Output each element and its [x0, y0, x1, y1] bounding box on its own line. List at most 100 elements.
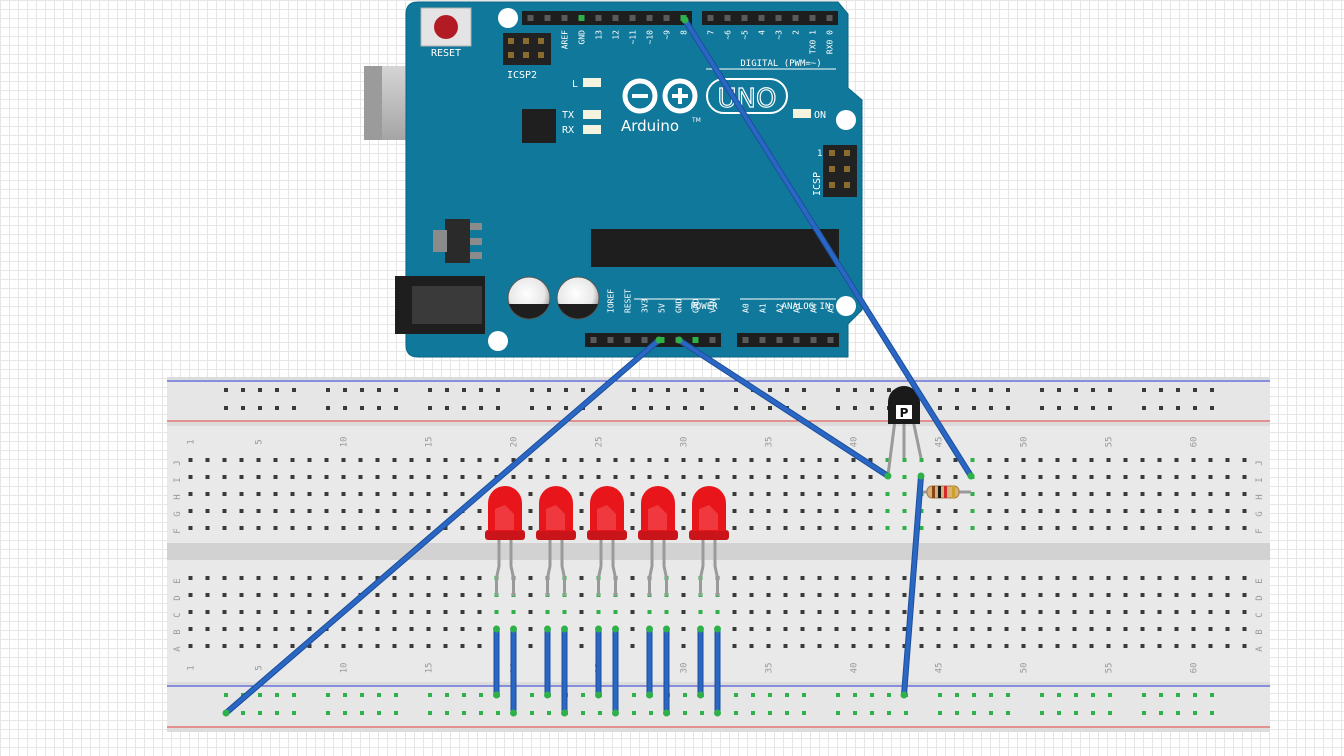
rail-hole: [853, 406, 857, 410]
rail-hole: [564, 406, 568, 410]
breadboard-hole: [800, 509, 805, 513]
breadboard-hole: [273, 610, 278, 614]
rail-hole: [649, 388, 653, 392]
breadboard-hole: [1174, 593, 1179, 597]
breadboard-hole: [579, 593, 584, 597]
breadboard-hole: [256, 492, 261, 496]
rail-hole: [1193, 406, 1197, 410]
breadboard-hole: [783, 458, 788, 462]
rail-hole: [938, 693, 942, 697]
rail-hole: [547, 406, 551, 410]
breadboard-hole: [1242, 644, 1247, 648]
rail-hole: [462, 711, 466, 715]
breadboard-hole: [409, 644, 414, 648]
led-reflection: [495, 505, 514, 530]
breadboard-hole: [630, 576, 635, 580]
rail-hole: [870, 693, 874, 697]
rail-hole: [275, 693, 279, 697]
header-pin: [793, 337, 800, 343]
wire-end: [697, 691, 704, 699]
breadboard-hole: [851, 593, 856, 597]
header-pin: [709, 337, 716, 343]
breadboard-hole: [1242, 593, 1247, 597]
breadboard-hole: [341, 644, 346, 648]
rail-hole: [581, 693, 585, 697]
breadboard-hole: [443, 610, 448, 614]
breadboard-hole: [375, 526, 380, 530]
breadboard-hole: [1123, 475, 1128, 479]
breadboard-hole: [817, 458, 822, 462]
row-letter-left: G: [173, 511, 183, 516]
breadboard-hole: [1157, 509, 1162, 513]
rail-hole: [989, 693, 993, 697]
row-letter-left: F: [173, 528, 183, 533]
rail-hole: [598, 711, 602, 715]
breadboard-hole: [970, 509, 975, 513]
column-number-bottom: 45: [935, 663, 945, 674]
breadboard-hole: [647, 475, 652, 479]
breadboard-hole: [256, 610, 261, 614]
rail-hole: [445, 406, 449, 410]
breadboard-hole: [987, 475, 992, 479]
breadboard-hole: [953, 576, 958, 580]
column-number-bottom: 30: [680, 663, 690, 674]
rail-hole: [683, 388, 687, 392]
wire-end: [544, 691, 551, 699]
header-pin: [776, 337, 783, 343]
column-number-bottom: 55: [1105, 663, 1115, 674]
breadboard-hole: [426, 458, 431, 462]
breadboard-hole: [409, 509, 414, 513]
breadboard-hole: [681, 526, 686, 530]
rail-hole: [241, 406, 245, 410]
breadboard-hole: [1021, 644, 1026, 648]
rail-hole: [1074, 693, 1078, 697]
breadboard-hole: [919, 509, 924, 513]
rail-hole: [241, 711, 245, 715]
breadboard-hole: [358, 492, 363, 496]
breadboard-hole: [936, 576, 941, 580]
breadboard-hole: [1191, 644, 1196, 648]
wire-end: [884, 472, 892, 480]
rail-hole: [802, 711, 806, 715]
rail-hole: [1159, 693, 1163, 697]
mounting-hole: [836, 296, 856, 316]
rail-hole: [1142, 693, 1146, 697]
breadboard-hole: [205, 526, 210, 530]
wire-end: [595, 625, 602, 633]
breadboard-hole: [222, 492, 227, 496]
breadboard-hole: [477, 458, 482, 462]
breadboard-hole: [188, 644, 193, 648]
rail-hole: [751, 406, 755, 410]
breadboard-hole: [409, 492, 414, 496]
breadboard-hole: [188, 627, 193, 631]
breadboard-hole: [885, 526, 890, 530]
breadboard-hole: [1038, 593, 1043, 597]
breadboard-hole: [205, 475, 210, 479]
breadboard-hole: [1021, 610, 1026, 614]
breadboard-hole: [919, 526, 924, 530]
breadboard-hole: [1208, 627, 1213, 631]
rail-hole: [1142, 406, 1146, 410]
breadboard-hole: [375, 593, 380, 597]
breadboard-hole: [222, 526, 227, 530]
breadboard-hole: [936, 475, 941, 479]
rail-hole: [479, 406, 483, 410]
breadboard-hole: [1106, 492, 1111, 496]
breadboard-hole: [732, 492, 737, 496]
breadboard-hole: [783, 475, 788, 479]
breadboard-hole: [1140, 475, 1145, 479]
breadboard-hole: [953, 610, 958, 614]
header-pin: [646, 15, 653, 21]
led-reflection: [546, 505, 565, 530]
breadboard-hole: [1157, 475, 1162, 479]
breadboard-hole: [1055, 458, 1060, 462]
breadboard-hole: [630, 475, 635, 479]
rail-hole: [632, 711, 636, 715]
breadboard-hole: [596, 610, 601, 614]
breadboard-hole: [273, 627, 278, 631]
reset-button-cap[interactable]: [434, 15, 458, 39]
rail-hole: [581, 388, 585, 392]
breadboard-hole: [273, 526, 278, 530]
breadboard-hole: [1072, 475, 1077, 479]
header-pin: [590, 337, 597, 343]
